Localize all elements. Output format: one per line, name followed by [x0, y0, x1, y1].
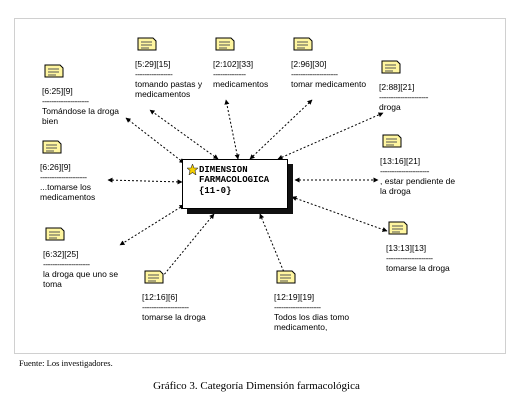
central-title-line1: DIMENSION	[199, 165, 248, 175]
quotation-rule: ---------------------	[380, 166, 429, 176]
quotation-text: tomar medicamento	[291, 79, 367, 89]
diagram-frame	[14, 18, 506, 354]
document-icon	[293, 37, 313, 51]
quotation-rule: ---------------------	[379, 92, 428, 102]
document-icon	[276, 270, 296, 284]
connector-arrow	[224, 99, 240, 160]
quotation-rule: --------------------	[291, 69, 338, 79]
quotation-text: medicamentos	[213, 79, 269, 89]
quotation-code: [2:88][21]	[379, 82, 415, 92]
quotation-node[interactable]: [5:29][15]----------------tomando pastas…	[135, 37, 221, 99]
quotation-code: [6:32][25]	[43, 249, 79, 259]
quotation-rule: ----------------	[135, 69, 173, 79]
connector-arrow	[291, 196, 388, 232]
central-category-node[interactable]: DIMENSION FARMACOLOGICA {11-0}	[182, 159, 288, 209]
connector-arrow	[149, 109, 219, 160]
quotation-node[interactable]: [13:13][13]--------------------tomarse l…	[386, 221, 466, 273]
quotation-text: tomarse la droga	[142, 312, 206, 322]
quotation-code: [12:19][19]	[274, 292, 315, 302]
quotation-node[interactable]: [12:19][19]--------------------Todos los…	[274, 270, 359, 332]
connector-arrow	[157, 213, 215, 283]
quotation-node[interactable]: [6:32][25]--------------------la droga q…	[43, 227, 128, 289]
quotation-code: [12:16][6]	[142, 292, 178, 302]
quotation-node[interactable]: [6:25][9]--------------------Tomándose l…	[42, 64, 132, 126]
quotation-text: Todos los dias tomo medicamento,	[274, 312, 350, 332]
document-icon	[382, 134, 402, 148]
quotation-node[interactable]: [12:16][6]--------------------tomarse la…	[142, 270, 222, 322]
quotation-node[interactable]: [2:102][33]--------------medicamentos	[213, 37, 283, 89]
quotation-rule: --------------------	[42, 96, 89, 106]
quotation-code: [6:26][9]	[40, 162, 71, 172]
figure-caption: Gráfico 3. Categoría Dimensión farmacoló…	[153, 380, 360, 392]
quotation-node[interactable]: [13:16][21]---------------------, estar …	[380, 134, 460, 196]
document-icon	[44, 64, 64, 78]
quotation-rule: --------------------	[274, 302, 321, 312]
document-icon	[137, 37, 157, 51]
source-note: Fuente: Los investigadores.	[19, 358, 113, 368]
central-title-line2: FARMACOLOGICA	[199, 175, 270, 185]
quotation-code: [6:25][9]	[42, 86, 73, 96]
quotation-rule: --------------------	[386, 253, 433, 263]
central-count: {11-0}	[199, 186, 232, 196]
connector-arrow	[107, 177, 183, 185]
category-star-icon	[186, 163, 199, 178]
quotation-rule: --------------	[213, 69, 246, 79]
document-icon	[388, 221, 408, 235]
quotation-rule: --------------------	[142, 302, 189, 312]
quotation-code: [13:13][13]	[386, 243, 427, 253]
quotation-text: Tomándose la droga bien	[42, 106, 120, 126]
quotation-text: droga	[379, 102, 401, 112]
document-icon	[42, 140, 62, 154]
quotation-code: [13:16][21]	[380, 156, 421, 166]
document-icon	[381, 60, 401, 74]
quotation-text: tomando pastas y medicamentos	[135, 79, 203, 99]
quotation-code: [2:96][30]	[291, 59, 327, 69]
connector-arrow	[119, 204, 185, 246]
quotation-node[interactable]: [2:88][21]---------------------droga	[379, 60, 449, 112]
connector-arrow	[125, 117, 185, 164]
quotation-node[interactable]: [2:96][30]--------------------tomar medi…	[291, 37, 376, 89]
quotation-node[interactable]: [6:26][9]--------------------...tomarse …	[40, 140, 130, 202]
quotation-rule: --------------------	[43, 259, 90, 269]
document-icon	[215, 37, 235, 51]
document-icon	[144, 270, 164, 284]
quotation-rule: --------------------	[40, 172, 87, 182]
document-icon	[45, 227, 65, 241]
quotation-text: , estar pendiente de la droga	[380, 176, 456, 196]
quotation-text: ...tomarse los medicamentos	[40, 182, 96, 202]
connector-arrow	[277, 112, 384, 160]
quotation-code: [2:102][33]	[213, 59, 254, 69]
quotation-text: tomarse la droga	[386, 263, 450, 273]
quotation-code: [5:29][15]	[135, 59, 171, 69]
connector-arrow	[249, 99, 313, 160]
quotation-text: la droga que uno se toma	[43, 269, 119, 289]
